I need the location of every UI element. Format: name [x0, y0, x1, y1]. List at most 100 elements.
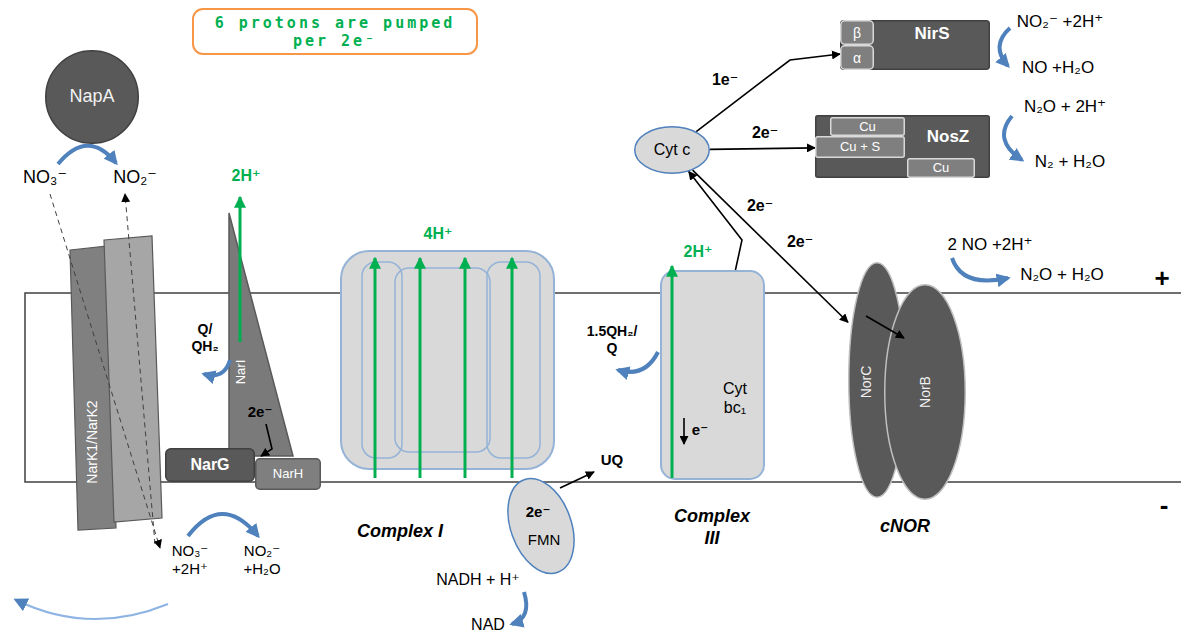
node-label: e⁻ — [692, 421, 708, 439]
edge-label-slot: 1e⁻ — [710, 70, 740, 89]
complex-outline — [341, 251, 554, 469]
species-label: NO₃⁻ — [23, 167, 67, 189]
metal-site-box: Cu — [830, 117, 905, 136]
complex-box: Cyt bc₁e⁻Complex III — [660, 270, 765, 480]
reaction-arrow — [1004, 116, 1022, 160]
electron-count-label: 2e⁻ — [745, 196, 775, 215]
node-shape — [228, 212, 294, 457]
node-label: NarH — [273, 466, 303, 482]
subunit-ellipse: NorB — [884, 284, 966, 500]
proton-arrow — [464, 258, 467, 478]
label-slot: 2H⁺ — [232, 166, 261, 185]
reaction-label: N₂O + 2H⁺ — [1024, 97, 1106, 117]
reaction-label: NO₃⁻ +2H⁺ — [172, 542, 209, 578]
label-slot: NO₂⁻ — [113, 167, 157, 189]
quinone-label: Q/ QH₂ — [191, 321, 218, 355]
proton-arrow — [511, 258, 514, 478]
quinone-label: UQ — [601, 451, 624, 469]
proton-arrow — [239, 197, 242, 342]
text-slot: 2e⁻ — [526, 503, 551, 521]
electron-arrow — [683, 418, 685, 444]
cofactor-ellipse: 2e⁻ FMN — [510, 476, 572, 576]
reaction-label: NO₂⁻ +H₂O — [243, 542, 280, 578]
node-label: NarK1/NarK2 — [84, 400, 101, 483]
side-sign: + — [1154, 265, 1169, 291]
node-label: cNOR — [880, 516, 930, 538]
proton-arrow — [671, 266, 674, 478]
enzyme-circle: NapA — [45, 50, 139, 144]
reaction-label: N₂O + H₂O — [1020, 265, 1104, 285]
label-slot: + — [1154, 265, 1169, 291]
enzyme-box: NirSβα — [840, 20, 990, 70]
box-outline — [256, 459, 321, 490]
cytochrome-ellipse: Cyt c — [634, 126, 710, 174]
node-label: Cu — [859, 119, 876, 135]
node-label: NarG — [190, 455, 229, 474]
text-slot: e⁻ — [692, 421, 708, 439]
transport-dashed-line — [50, 194, 160, 548]
electron-count-label: 2e⁻ — [785, 232, 815, 251]
reaction-arrow — [204, 360, 230, 375]
electron-arrow — [560, 472, 594, 488]
text-slot: Cyt bc₁ — [723, 379, 747, 417]
transporter-pair: NarK1/NarK2 — [60, 232, 170, 532]
text-slot: 6 protons are pumped per 2e⁻ — [200, 14, 470, 50]
node-label: FMN — [528, 531, 561, 549]
proton-label: 2H⁺ — [232, 166, 261, 185]
label-slot: N₂ + H₂O — [1035, 152, 1105, 172]
subunit-outline — [395, 268, 490, 452]
edge-label-slot: 2e⁻ — [750, 123, 780, 142]
node-shape — [340, 250, 555, 470]
membrane-subunit: NarI — [228, 212, 294, 457]
edge-label-slot: 2e⁻ — [785, 232, 815, 251]
label-slot: NAD — [471, 615, 505, 634]
text-slot: cNOR — [880, 516, 930, 538]
reaction-label: 2 NO +2H⁺ — [947, 235, 1032, 255]
reaction-arrow — [512, 592, 526, 624]
subunit-outline — [362, 262, 402, 458]
text-slot: NorC — [858, 366, 875, 399]
label-slot: 2 NO +2H⁺ — [947, 235, 1032, 255]
label-slot: N₂O + 2H⁺ — [1024, 97, 1106, 117]
box-outline — [841, 46, 874, 70]
reaction-label: NAD — [471, 615, 505, 634]
metal-site-box: Cu + S — [815, 136, 905, 158]
text-slot: NirS — [915, 24, 950, 44]
text-slot: NapA — [69, 86, 114, 108]
reaction-arrow — [188, 514, 258, 536]
node-label: NarI — [233, 360, 249, 385]
species-label: NO₂⁻ — [113, 167, 157, 189]
label-slot: NO₃⁻ — [23, 167, 67, 189]
label-slot: Q/ QH₂ — [191, 321, 218, 355]
text-slot: NosZ — [927, 127, 970, 147]
label-slot: NO₂⁻ +H₂O — [243, 542, 280, 578]
node-label: Complex III — [674, 506, 750, 549]
metal-site-box: Cu — [907, 158, 975, 178]
membrane-band — [25, 293, 1181, 482]
subunit-outline — [487, 262, 540, 458]
reaction-arrow — [58, 146, 116, 164]
text-slot: NorB — [917, 376, 934, 408]
ellipse-outline — [46, 51, 139, 144]
label-slot: NO +H₂O — [1022, 58, 1094, 78]
node-label: 2e⁻ — [526, 503, 551, 521]
node-label: NapA — [69, 86, 114, 108]
enzyme-box: NarH — [255, 458, 321, 490]
node-label: NorC — [858, 366, 875, 399]
box-outline — [841, 21, 990, 70]
node-label: Cyt bc₁ — [723, 379, 747, 417]
node-label: Cu + S — [840, 139, 880, 155]
box-outline — [816, 137, 905, 158]
text-slot: Complex III — [674, 506, 750, 549]
complex-box: Complex I — [340, 250, 555, 470]
label-slot: 4H⁺ — [424, 224, 453, 243]
text-slot: Cu + S — [840, 139, 880, 155]
electron-label: 2e⁻ — [248, 403, 273, 421]
node-shape — [660, 270, 765, 480]
node-label: NirS — [915, 24, 950, 44]
text-slot: Cu — [859, 119, 876, 135]
reaction-label: N₂ + H₂O — [1035, 152, 1105, 172]
label-slot: - — [1160, 492, 1169, 518]
ellipse-outline — [496, 469, 587, 582]
electron-arrow — [261, 424, 272, 456]
